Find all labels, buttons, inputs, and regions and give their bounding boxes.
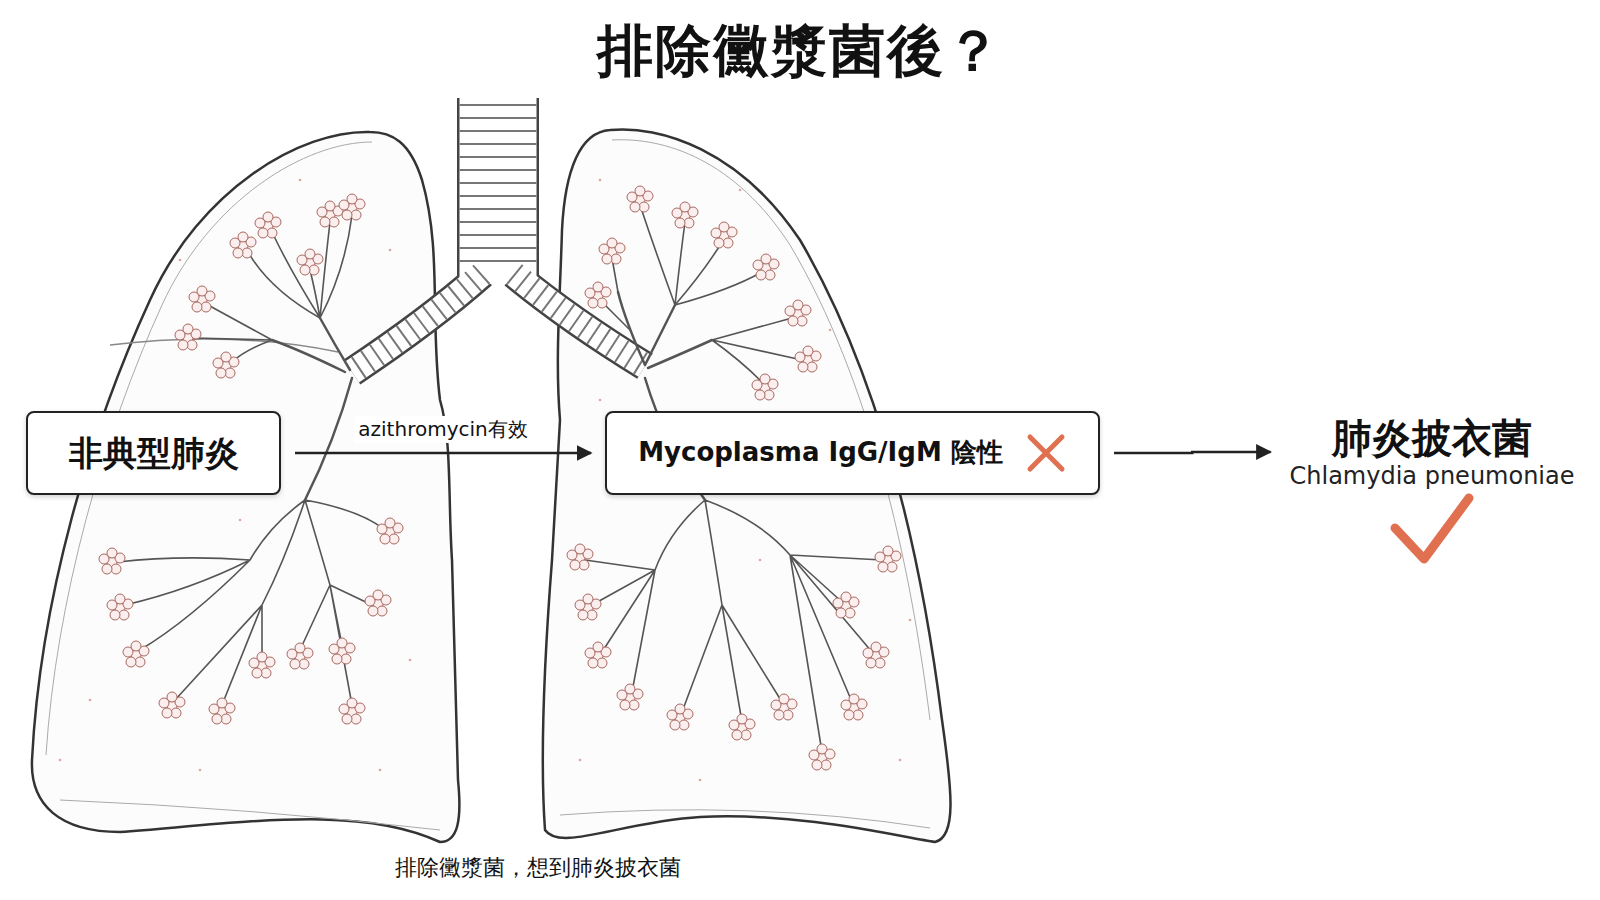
alveoli [287,643,313,669]
bronchial-tree [600,205,802,382]
alveoli [711,222,737,248]
tissue-speckle [299,179,302,182]
alveoli [159,692,185,718]
airway [460,96,537,284]
alveoli [189,286,215,312]
tissue-speckle [759,559,762,562]
alveoli [213,352,239,378]
tissue-speckle [829,329,832,332]
lung-inner-line [60,800,440,830]
tissue-speckle [909,619,912,622]
alveoli [175,324,201,350]
alveoli [585,642,611,668]
tissue-speckle [579,759,582,762]
tissue-speckle [379,769,382,772]
alveoli [771,694,797,720]
alveoli [841,694,867,720]
node-sublabel: Chlamydia pneumoniae [1290,462,1575,491]
alveoli [729,714,755,740]
alveoli [752,374,778,400]
alveoli [875,546,901,572]
alveoli [627,186,653,212]
alveoli [667,704,693,730]
alveoli [339,194,365,220]
alveoli [99,548,125,574]
tissue-speckle [699,779,702,782]
airway [352,274,482,372]
cross-mark [1025,432,1067,474]
lung-inner-line [560,810,930,828]
connector-arrow [1114,452,1271,453]
tissue-speckle [899,759,902,762]
alveoli [255,212,281,238]
alveoli [230,232,256,258]
airway [514,274,645,366]
diagram-caption: 排除黴漿菌，想到肺炎披衣菌 [395,853,681,883]
airway [352,274,482,372]
alveoli [785,300,811,326]
check-mark [1395,498,1469,559]
tissue-speckle [179,259,182,262]
airway [514,274,645,366]
alveoli [753,254,779,280]
alveoli [795,346,821,372]
node-label: 非典型肺炎 [69,433,239,474]
alveoli [863,642,889,668]
diagram-title: 排除黴漿菌後？ [0,14,1600,90]
alveoli [575,594,601,620]
alveoli [377,518,403,544]
alveoli [585,282,611,308]
lung-fissure [110,339,338,352]
tissue-speckle [59,759,62,762]
connector-arrow [295,452,591,455]
alveoli [209,698,235,724]
node-label: 肺炎披衣菌 [1332,414,1532,462]
bronchial-tree [585,500,882,752]
tissue-speckle [739,189,742,192]
alveoli [107,594,133,620]
alveoli [599,238,625,264]
result-node: 肺炎披衣菌Chlamydia pneumoniae [1285,413,1580,492]
alveoli [329,638,355,664]
alveoli [833,592,859,618]
bronchial-tree [118,500,385,705]
cross-mark-stroke [1030,437,1062,469]
process-box: 非典型肺炎 [26,411,281,495]
alveoli [365,590,391,616]
tissue-speckle [599,179,602,182]
alveoli [249,652,275,678]
airway [514,274,645,366]
alveoli [672,202,698,228]
alveoli [123,641,149,667]
alveoli [617,684,643,710]
tissue-speckle [199,769,202,772]
lung-fissure [110,339,338,352]
process-box: Mycoplasma IgG/IgM 陰性 [605,411,1100,495]
node-label: Mycoplasma IgG/IgM 陰性 [638,437,1003,468]
alveoli [297,249,323,275]
check-mark [1395,498,1469,559]
tissue-speckle [599,399,602,402]
tissue-speckle [239,519,242,522]
tissue-speckle [409,659,412,662]
airway [352,96,645,372]
edge-label: azithromycin有效 [354,416,531,443]
airway [352,96,645,372]
alveoli [567,544,593,570]
airway [460,104,537,270]
tissue-speckle [389,249,392,252]
airway [352,274,482,372]
tissue-speckle [89,699,92,702]
alveoli [339,698,365,724]
airway [352,104,645,372]
alveoli [809,744,835,770]
